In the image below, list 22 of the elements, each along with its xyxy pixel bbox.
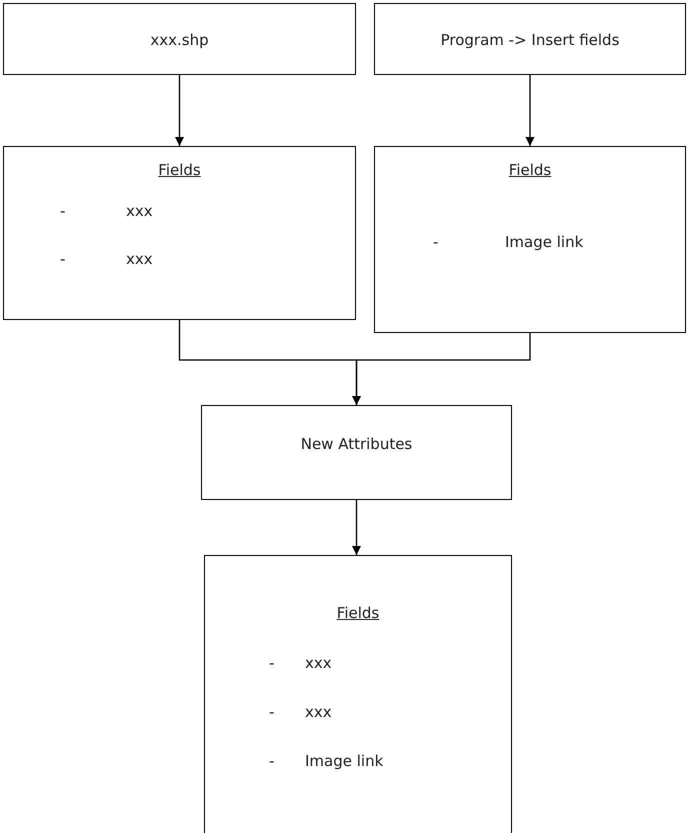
process-box bbox=[374, 3, 686, 75]
list-item: - xxx bbox=[269, 654, 332, 672]
arrow bbox=[526, 75, 534, 146]
section-heading: Fields bbox=[336, 604, 380, 622]
list-item: - xxx bbox=[269, 703, 332, 721]
arrow bbox=[352, 333, 531, 405]
box-label: New Attributes bbox=[300, 435, 414, 453]
list-item: - xxx bbox=[60, 202, 153, 220]
fields-box bbox=[3, 146, 356, 320]
process-box bbox=[3, 3, 356, 75]
arrow bbox=[352, 500, 361, 555]
arrow bbox=[175, 75, 184, 146]
section-heading: Fields bbox=[508, 161, 552, 179]
box-label: Program -> Insert fields bbox=[440, 31, 620, 49]
list-item: - Image link bbox=[269, 752, 384, 770]
fields-box bbox=[374, 146, 686, 333]
fields-box bbox=[204, 555, 512, 833]
list-item: - xxx bbox=[60, 250, 153, 268]
box-label: xxx.shp bbox=[149, 31, 210, 49]
process-box bbox=[201, 405, 512, 500]
section-heading: Fields bbox=[158, 161, 201, 179]
list-item: - Image link bbox=[433, 233, 584, 251]
